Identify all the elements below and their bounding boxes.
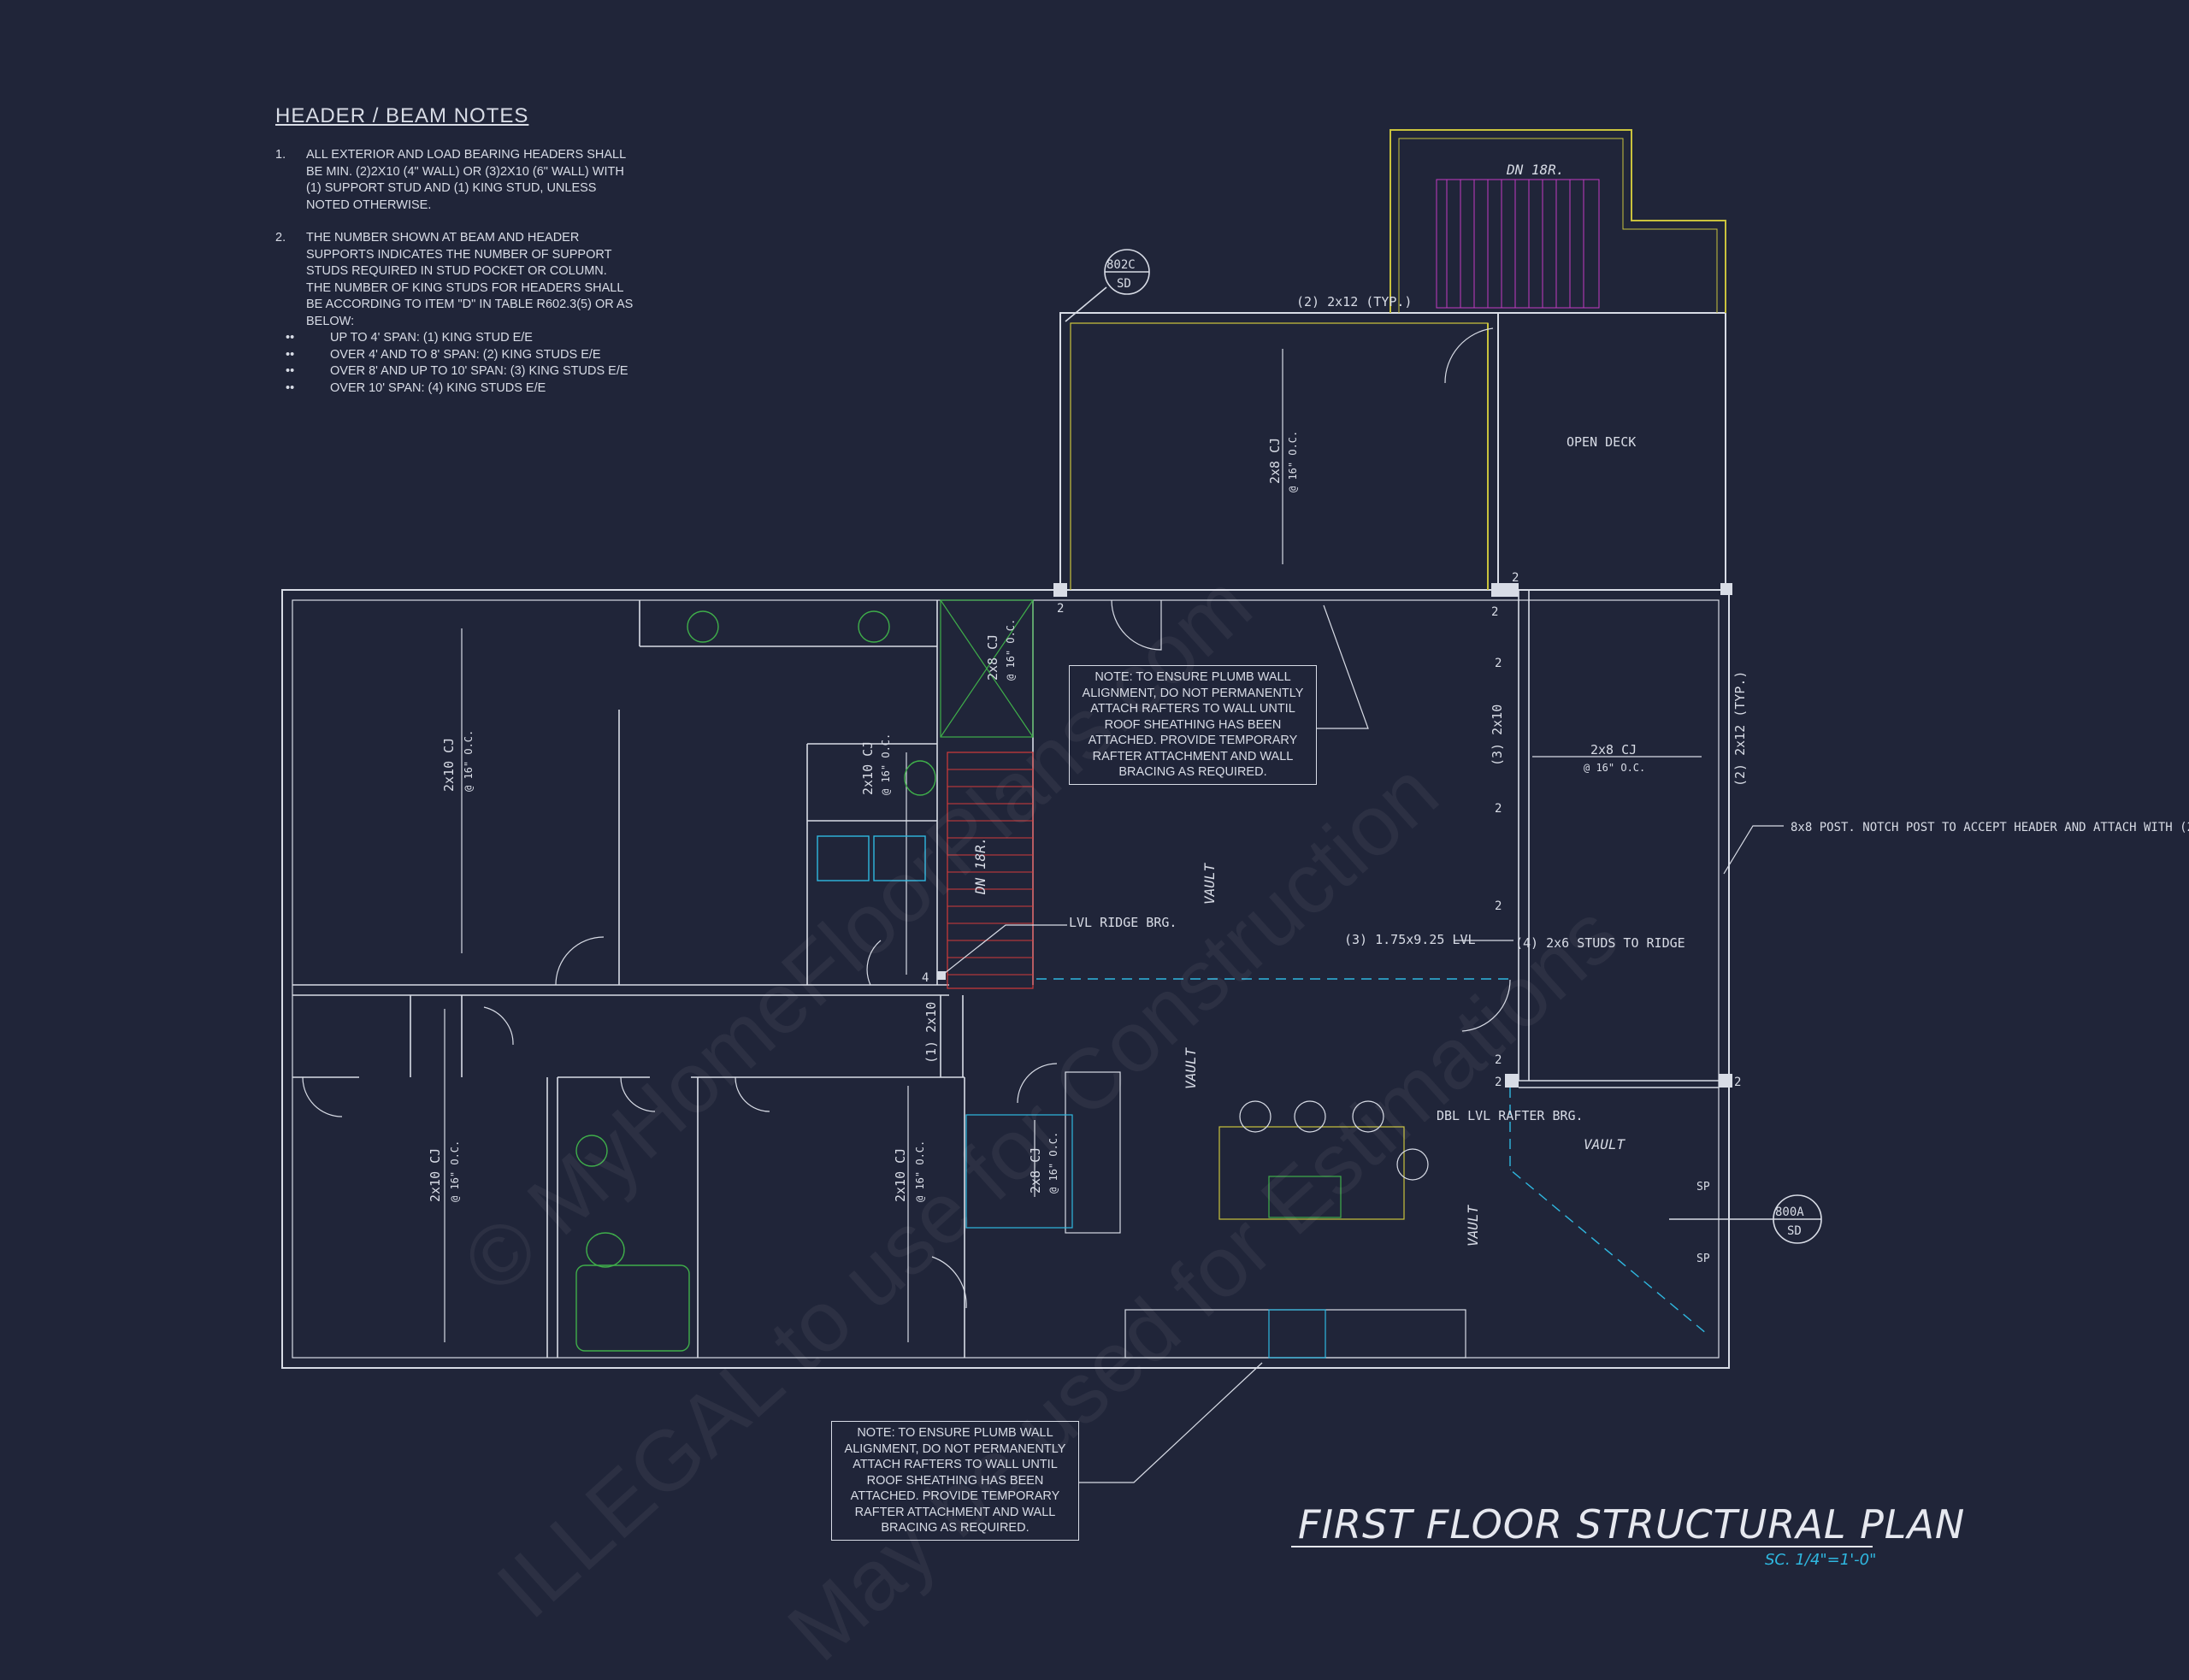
bullet: •• (286, 364, 295, 378)
spacing-label: @ 16" O.C. (1584, 762, 1645, 774)
dbl-lvl-label: DBL LVL RAFTER BRG. (1437, 1108, 1584, 1123)
kitchen-island (1218, 1100, 1429, 1220)
stair-label: DN 18R. (972, 837, 988, 895)
post-note-label: 8x8 POST. NOTCH POST TO ACCEPT HEADER AN… (1791, 821, 2189, 834)
stud-count: 2 (1057, 602, 1064, 616)
plan-scale: SC. 1/4"=1'-0" (1765, 1551, 1877, 1569)
joist-label-2x10-c: 2x10 CJ (893, 1148, 908, 1202)
door-swings (302, 327, 1511, 1309)
header-beam-notes-title: HEADER / BEAM NOTES (275, 104, 529, 127)
section-802c-label: 802C (1106, 258, 1136, 272)
rafter-note-box-upper: NOTE: TO ENSURE PLUMB WALL ALIGNMENT, DO… (1069, 665, 1317, 785)
joist-label-2x10-d: 2x10 CJ (860, 741, 876, 795)
upper-deck (1390, 129, 1726, 313)
header-label-2-2x12-vertical: (2) 2x12 (TYP.) (1732, 671, 1748, 787)
section-sd-label: SD (1117, 277, 1131, 291)
spacing-label: @ 16" O.C. (914, 1141, 926, 1202)
rafter-note-box-lower: NOTE: TO ENSURE PLUMB WALL ALIGNMENT, DO… (831, 1421, 1079, 1541)
open-deck-label: OPEN DECK (1567, 434, 1636, 450)
section-sd-label: SD (1787, 1224, 1802, 1238)
plan-title: FIRST FLOOR STRUCTURAL PLAN (1298, 1501, 1966, 1547)
shower (940, 599, 1034, 738)
joist-label-2x8-d: 2x8 CJ (1590, 742, 1637, 757)
vault-label: VAULT (1584, 1136, 1626, 1152)
stud-count: 2 (1495, 1053, 1502, 1067)
spacing-label: @ 16" O.C. (1047, 1132, 1059, 1194)
bullet: •• (286, 331, 295, 345)
deck-stair-label: DN 18R. (1506, 162, 1564, 178)
header-label-2-2x12: (2) 2x12 (TYP.) (1296, 294, 1412, 309)
main-stair (947, 752, 1034, 989)
joist-label-2x8-a: 2x8 CJ (985, 634, 1000, 681)
beam-lines (1036, 978, 1708, 1335)
note-sub-4: OVER 10' SPAN: (4) KING STUDS E/E (330, 380, 546, 395)
note-sub-3: OVER 8' AND UP TO 10' SPAN: (3) KING STU… (330, 364, 628, 378)
spacing-label: @ 16" O.C. (1287, 431, 1299, 492)
joist-label-2x8-b: 2x8 CJ (1028, 1147, 1043, 1194)
note-number: 2. (275, 231, 286, 245)
stud-count: 2 (1734, 1076, 1741, 1089)
bullet: •• (286, 380, 295, 395)
header-beam-notes: 1. ALL EXTERIOR AND LOAD BEARING HEADERS … (275, 147, 634, 397)
stud-count: 2 (1495, 899, 1502, 913)
note-number: 1. (275, 148, 286, 162)
header-label-3-2x10: (3) 2x10 (1490, 704, 1505, 766)
plumbing-fixtures (575, 610, 936, 1352)
spacing-label: @ 16" O.C. (880, 734, 892, 795)
section-markers (1065, 249, 1822, 1244)
stud-count: 2 (1495, 802, 1502, 816)
lvl-beam-label: (3) 1.75x9.25 LVL (1344, 932, 1476, 947)
note-sub-1: UP TO 4' SPAN: (1) KING STUD E/E (330, 331, 533, 345)
section-800a-label: 800A (1775, 1205, 1804, 1219)
leader-lines (940, 604, 1784, 1483)
sp-label: SP (1696, 1253, 1710, 1265)
vault-label: VAULT (1465, 1204, 1481, 1247)
vault-label: VAULT (1201, 862, 1218, 905)
deck-stair (1436, 179, 1600, 309)
stud-count: 2 (1495, 1076, 1502, 1089)
stud-count: 2 (1512, 571, 1519, 585)
header-label-1-2x10: (1) 2x10 (923, 1002, 939, 1064)
plan-labels: 2x10 CJ @ 16" O.C. 2x10 CJ @ 16" O.C. 2x… (428, 162, 2189, 1265)
joist-span-arrows (444, 349, 1702, 1342)
bullet: •• (286, 347, 295, 362)
stud-count: 2 (1495, 657, 1502, 670)
stud-count: 4 (922, 971, 929, 985)
joist-label-2x8-c: 2x8 CJ (1267, 438, 1283, 484)
kitchen-counters (965, 1071, 1466, 1359)
stud-count: 2 (1491, 605, 1498, 619)
joist-label-2x10-a: 2x10 CJ (441, 738, 457, 792)
lvl-ridge-label: LVL RIDGE BRG. (1069, 915, 1177, 930)
structural-plan-sheet: HEADER / BEAM NOTES 1. ALL EXTERIOR AND L… (275, 104, 2189, 1679)
note-item-1: ALL EXTERIOR AND LOAD BEARING HEADERS SH… (306, 148, 626, 212)
vault-label: VAULT (1183, 1046, 1199, 1089)
sp-label: SP (1696, 1181, 1710, 1194)
note-sub-2: OVER 4' AND TO 8' SPAN: (2) KING STUDS E… (330, 347, 601, 362)
floor-plan-drawing (281, 129, 1822, 1483)
title-underline (1291, 1546, 1873, 1547)
studs-to-ridge-label: (4) 2x6 STUDS TO RIDGE (1515, 935, 1685, 951)
support-posts (937, 583, 1732, 1088)
note-item-2: THE NUMBER SHOWN AT BEAM AND HEADER SUPP… (306, 231, 634, 328)
spacing-label: @ 16" O.C. (449, 1141, 461, 1202)
joist-label-2x10-b: 2x10 CJ (428, 1148, 443, 1202)
spacing-label: @ 16" O.C. (463, 730, 475, 792)
spacing-label: @ 16" O.C. (1005, 619, 1017, 681)
